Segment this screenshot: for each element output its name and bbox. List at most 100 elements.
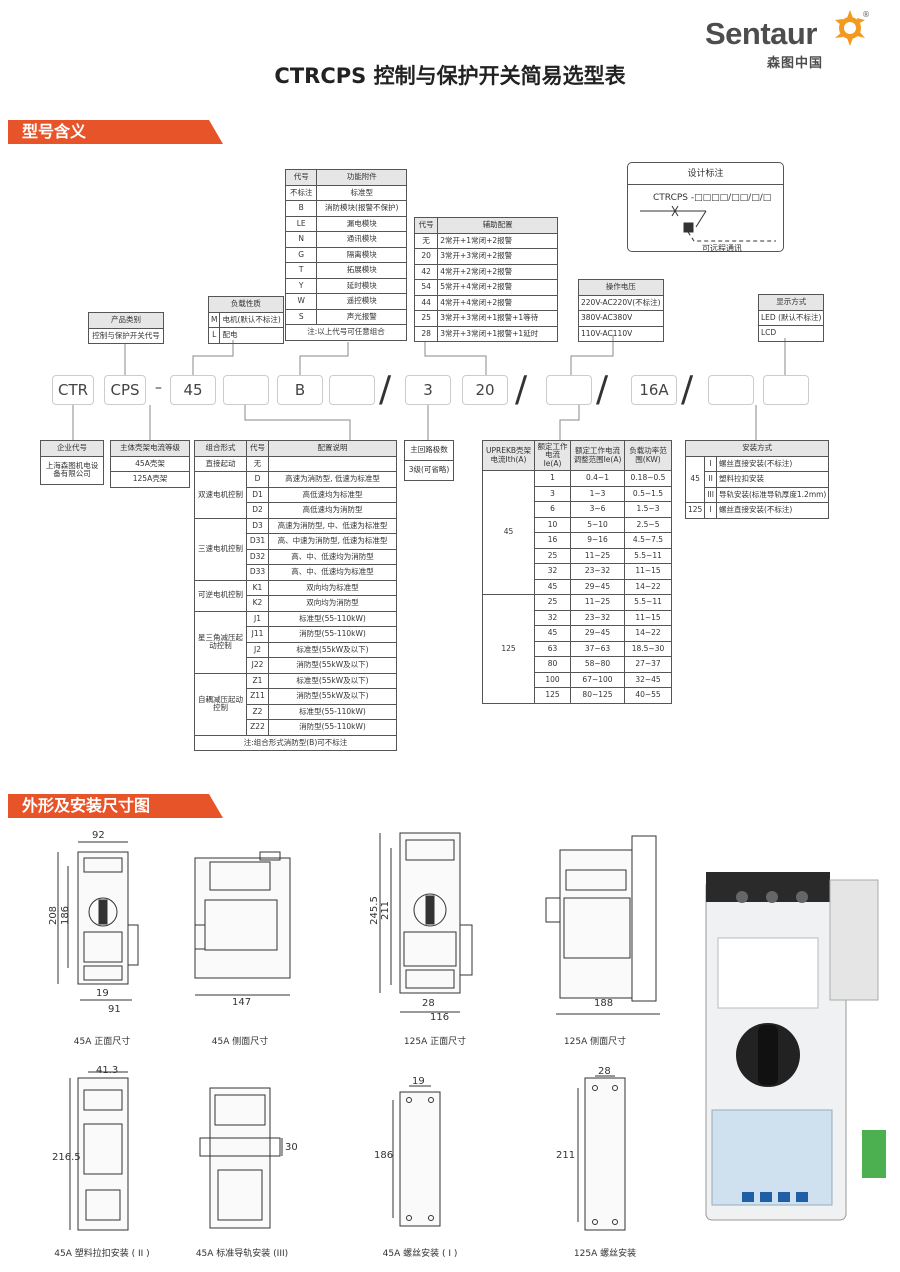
current-power: 40~55	[624, 687, 672, 704]
code-slash: /	[379, 369, 392, 410]
install-frame: 45	[684, 455, 706, 503]
func-note: 注:以上代号可任意组合	[285, 324, 407, 341]
product-type-value: 控制与保护开关代号	[88, 327, 164, 344]
poles-value: 3级(可省略)	[404, 460, 454, 481]
page-title: CTRCPS 控制与保护开关简易选型表	[274, 64, 626, 88]
product-type-table: 产品类别 控制与保护开关代号	[88, 312, 164, 344]
install-desc: 螺丝直接安装(不标注)	[715, 502, 830, 519]
current-frame: 45	[482, 470, 535, 595]
dim-label: 30	[285, 1142, 298, 1153]
display-row: LCD	[757, 325, 825, 342]
frame-row: 125A壳架	[110, 471, 190, 488]
drawing-caption: 125A 正面尺寸	[403, 1037, 467, 1047]
code-box-display	[763, 375, 809, 405]
enterprise-table: 企业代号 上海森图机电设备有限公司	[40, 440, 104, 485]
dim-label: 28	[422, 998, 435, 1009]
design-annotation-box: 设计标注 CTRCPS -□□□□/□□/□/□ 可远程通讯	[627, 162, 784, 253]
aux-desc: 3常开+3常闭+1报警+1延时	[437, 325, 558, 342]
dim-label: 188	[594, 998, 614, 1009]
code-box-load	[223, 375, 269, 405]
code-dash: –	[155, 380, 162, 396]
dim-label: 41.3	[96, 1065, 119, 1076]
drawing-caption: 45A 侧面尺寸	[211, 1037, 269, 1047]
current-col-power: 负载功率范围(KW)	[624, 440, 672, 471]
drawing-caption: 45A 标准导轨安装 (III)	[195, 1249, 289, 1259]
combo-col-desc: 配置说明	[268, 440, 397, 457]
dim-label: 186	[374, 1150, 394, 1161]
current-col-ie: 额定工作电流Ie(A)	[534, 440, 571, 471]
dim-label: 211	[556, 1150, 576, 1161]
design-remote-label: 可远程通讯	[702, 244, 742, 253]
aux-code: 28	[413, 325, 439, 342]
code-box-func: B	[277, 375, 323, 405]
load-desc: 配电	[219, 327, 284, 344]
current-table: UPREKB壳架电流Ith(A) 额定工作电流Ie(A) 额定工作电流调整范围I…	[482, 440, 672, 704]
drawing-caption: 45A 正面尺寸	[73, 1037, 131, 1047]
code-box-combo	[329, 375, 375, 405]
code-slash: /	[515, 369, 528, 410]
dim-label: 245.5	[368, 896, 380, 925]
voltage-table: 操作电压 220V-AC220V(不标注) 380V-AC380V 110V-A…	[578, 279, 664, 342]
code-box-install	[708, 375, 754, 405]
current-col-range: 额定工作电流调整范围Ie(A)	[570, 440, 625, 471]
enterprise-value: 上海森图机电设备有限公司	[40, 455, 104, 485]
current-power: 5.5~11	[624, 547, 672, 564]
dim-label: 147	[232, 997, 252, 1008]
load-code: L	[207, 327, 221, 344]
code-box-cps: CPS	[104, 375, 146, 405]
code-box-ctr: CTR	[52, 375, 94, 405]
code-box-aux: 20	[462, 375, 508, 405]
poles-table: 主回路极数 3级(可省略)	[404, 440, 454, 481]
section-banner-model: 型号含义	[8, 120, 223, 144]
combo-note: 注:组合形式消防型(B)可不标注	[194, 734, 397, 751]
code-box-frame: 45	[170, 375, 216, 405]
combo-group: 自耦减压起动控制	[194, 672, 247, 736]
func-col-desc: 功能附件	[316, 169, 407, 186]
dim-label: 19	[96, 988, 109, 999]
section-banner-dims: 外形及安装尺寸图	[8, 794, 223, 818]
func-code: S	[284, 308, 318, 325]
drawing-caption: 45A 塑料拉扣安装 ( II )	[54, 1249, 150, 1259]
breaker-symbol-icon	[640, 205, 776, 242]
dim-label: 28	[598, 1066, 611, 1077]
connector-lines	[72, 335, 786, 440]
func-code: 不标注	[284, 184, 318, 201]
combo-group: 双速电机控制	[194, 471, 247, 519]
frame-table: 主体壳架电流等级 45A壳架 125A壳架	[110, 440, 190, 488]
sun-icon	[835, 10, 865, 46]
dim-label: 116	[430, 1012, 450, 1023]
func-col-code: 代号	[284, 169, 318, 186]
drawing-caption: 125A 侧面尺寸	[563, 1037, 627, 1047]
dim-label: 211	[380, 900, 392, 921]
brand-logo: Sentaur ® 森图中国	[705, 8, 870, 71]
current-col-frame: UPREKB壳架电流Ith(A)	[482, 440, 535, 471]
combo-group: 星三角减压起动控制	[194, 610, 247, 674]
aux-col-desc: 辅助配置	[437, 217, 558, 234]
load-type-header: 负载性质	[208, 296, 284, 313]
code-box-voltage	[546, 375, 592, 405]
code-box-poles: 3	[405, 375, 451, 405]
voltage-row: 110V-AC110V	[578, 325, 664, 342]
dim-label: 19	[412, 1076, 425, 1087]
code-slash: /	[596, 369, 609, 410]
registered-mark: ®	[862, 10, 870, 19]
install-frame: 125	[684, 502, 706, 519]
dim-label: 92	[92, 830, 105, 841]
dim-label: 216.5	[52, 1152, 81, 1163]
aux-code: 54	[413, 279, 439, 296]
design-code: CTRCPS -□□□□/□□/□/□	[653, 193, 772, 203]
brand-name: Sentaur	[705, 16, 817, 51]
enterprise-header: 企业代号	[40, 440, 104, 457]
dim-label: 186	[60, 905, 72, 926]
code-box-current: 16A	[631, 375, 677, 405]
brand-cn: 森图中国	[767, 56, 824, 71]
display-header: 显示方式	[757, 294, 825, 311]
install-header: 安装方式	[684, 440, 830, 457]
product-photo	[705, 872, 886, 1221]
